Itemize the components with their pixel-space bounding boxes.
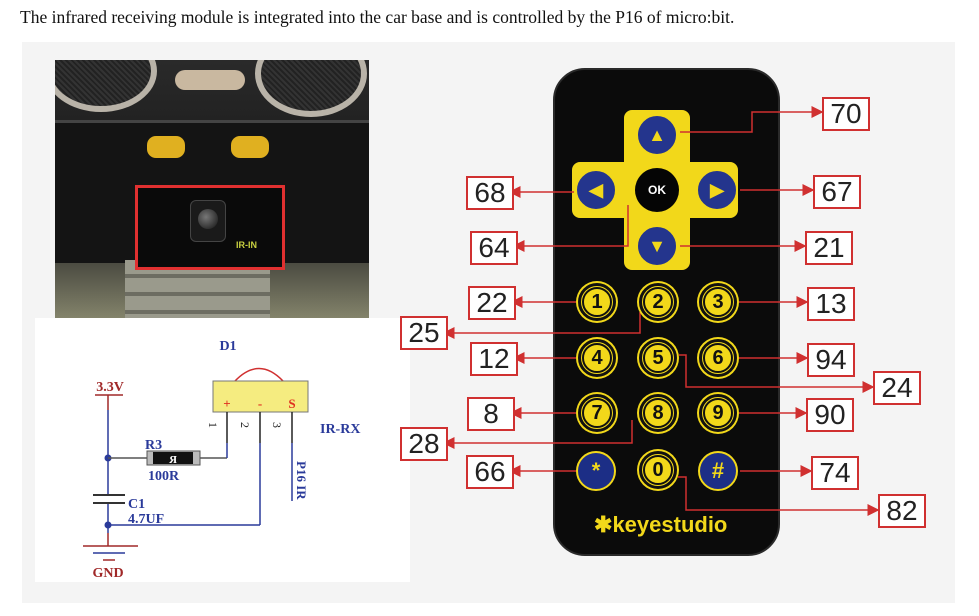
code-3: 13 [807, 287, 855, 321]
car-base-photo: IR-IN [55, 60, 369, 325]
circuit-diagram: D1 3.3V R R3 100R C1 4.7UF GND [35, 318, 410, 582]
pin-number-2: 2 [238, 422, 252, 428]
code-hash: 74 [811, 456, 859, 490]
supply-label: 3.3V [96, 380, 124, 395]
code-down: 21 [805, 231, 853, 265]
code-arrows [442, 106, 880, 516]
pin-number-3: 3 [270, 422, 284, 428]
button-8[interactable]: 8 [639, 394, 677, 432]
brand-text: keyestudio [612, 512, 728, 537]
component-label: D1 [219, 339, 236, 354]
resistor-value: 100R [148, 469, 180, 484]
button-label: 8 [643, 398, 673, 428]
code-4: 12 [470, 342, 518, 376]
ok-button[interactable]: OK [635, 168, 679, 212]
yellow-knob [231, 136, 269, 158]
pin-signal: S [288, 396, 295, 411]
button-6[interactable]: 6 [699, 339, 737, 377]
caption: The infrared receiving module is integra… [20, 7, 735, 27]
button-label: 1 [582, 287, 612, 317]
bug-icon: ✱ [594, 512, 613, 537]
ir-receiver-symbol [212, 367, 309, 413]
resistor: R [146, 450, 201, 466]
button-label: 2 [643, 287, 673, 317]
svg-text:R: R [168, 454, 177, 466]
capacitor-value: 4.7UF [128, 512, 164, 527]
down-button[interactable]: ▼ [636, 225, 678, 267]
pin-plus: + [223, 396, 230, 411]
part-label: IR-RX [320, 422, 360, 437]
ir-receiver [190, 200, 226, 242]
base-strip [125, 260, 270, 325]
code-8: 28 [400, 427, 448, 461]
ground-label: GND [92, 566, 123, 581]
code-star: 66 [466, 455, 514, 489]
capacitor-name: C1 [128, 497, 145, 512]
button-7[interactable]: 7 [578, 394, 616, 432]
button-label: 3 [703, 287, 733, 317]
button-label: 4 [582, 343, 612, 373]
code-5: 24 [873, 371, 921, 405]
code-2: 25 [400, 316, 448, 350]
code-ok: 64 [470, 231, 518, 265]
button-label: 5 [643, 343, 673, 373]
code-left: 68 [466, 176, 514, 210]
button-3[interactable]: 3 [699, 283, 737, 321]
button-4[interactable]: 4 [578, 339, 616, 377]
board-label: IR-IN [236, 240, 257, 250]
yellow-knob [147, 136, 185, 158]
up-button[interactable]: ▲ [636, 114, 678, 156]
pin-number-1: 1 [206, 422, 220, 428]
net-label: P16 IR [294, 461, 309, 500]
right-button[interactable]: ▶ [696, 169, 738, 211]
star-button[interactable]: * [576, 451, 616, 491]
capacitor [93, 494, 125, 504]
sensor-slot [175, 70, 245, 90]
button-9[interactable]: 9 [699, 394, 737, 432]
button-label: 0 [643, 455, 673, 485]
code-7: 8 [467, 397, 515, 431]
code-9: 90 [806, 398, 854, 432]
button-1[interactable]: 1 [578, 283, 616, 321]
button-2[interactable]: 2 [639, 283, 677, 321]
code-1: 22 [468, 286, 516, 320]
pin-minus: - [258, 396, 262, 411]
button-0[interactable]: 0 [639, 451, 677, 489]
button-5[interactable]: 5 [639, 339, 677, 377]
button-label: 6 [703, 343, 733, 373]
code-0: 82 [878, 494, 926, 528]
code-6: 94 [807, 343, 855, 377]
ir-module-highlight: IR-IN [135, 185, 285, 270]
code-right: 67 [813, 175, 861, 209]
button-label: 9 [703, 398, 733, 428]
left-button[interactable]: ◀ [575, 169, 617, 211]
ground-symbol [83, 545, 138, 561]
button-label: 7 [582, 398, 612, 428]
code-up: 70 [822, 97, 870, 131]
resistor-name: R3 [145, 438, 162, 453]
hash-button[interactable]: # [698, 451, 738, 491]
brand-logo: ✱keyestudio [594, 512, 727, 538]
